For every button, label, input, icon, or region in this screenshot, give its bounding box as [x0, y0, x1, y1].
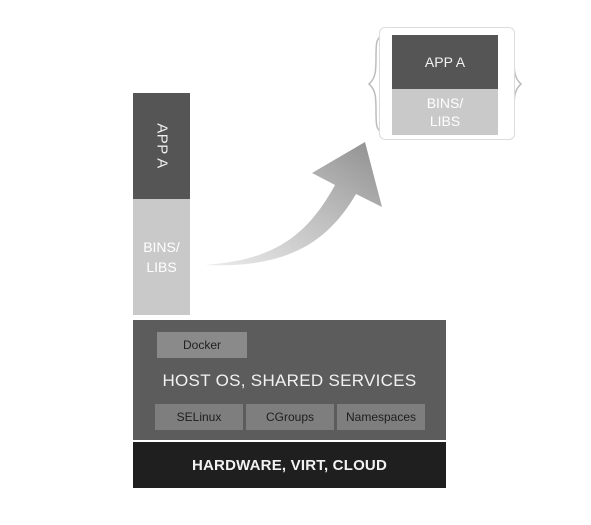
- curved-arrow: [205, 142, 382, 266]
- right-libs-label-line1: BINS/: [426, 95, 464, 111]
- right-app-block: APP A: [392, 35, 498, 89]
- right-libs-label-line2: LIBS: [429, 113, 461, 129]
- docker-block: Docker: [157, 332, 247, 358]
- hardware-block: HARDWARE, VIRT, CLOUD: [133, 442, 446, 488]
- left-libs-label-line2: LIBS: [146, 259, 177, 275]
- host-os-title: HOST OS, SHARED SERVICES: [162, 371, 417, 390]
- left-libs-label-line1: BINS/: [143, 239, 180, 255]
- left-app-block: APP A: [133, 93, 190, 199]
- left-app-label: APP A: [153, 123, 170, 169]
- service-selinux: SELinux: [155, 404, 243, 430]
- left-curly-brace: [367, 35, 385, 133]
- service-cgroups: CGroups: [246, 404, 334, 430]
- right-libs-block: BINS/ LIBS: [392, 89, 498, 135]
- left-libs-block: BINS/ LIBS: [133, 199, 190, 315]
- service-namespaces: Namespaces: [337, 404, 425, 430]
